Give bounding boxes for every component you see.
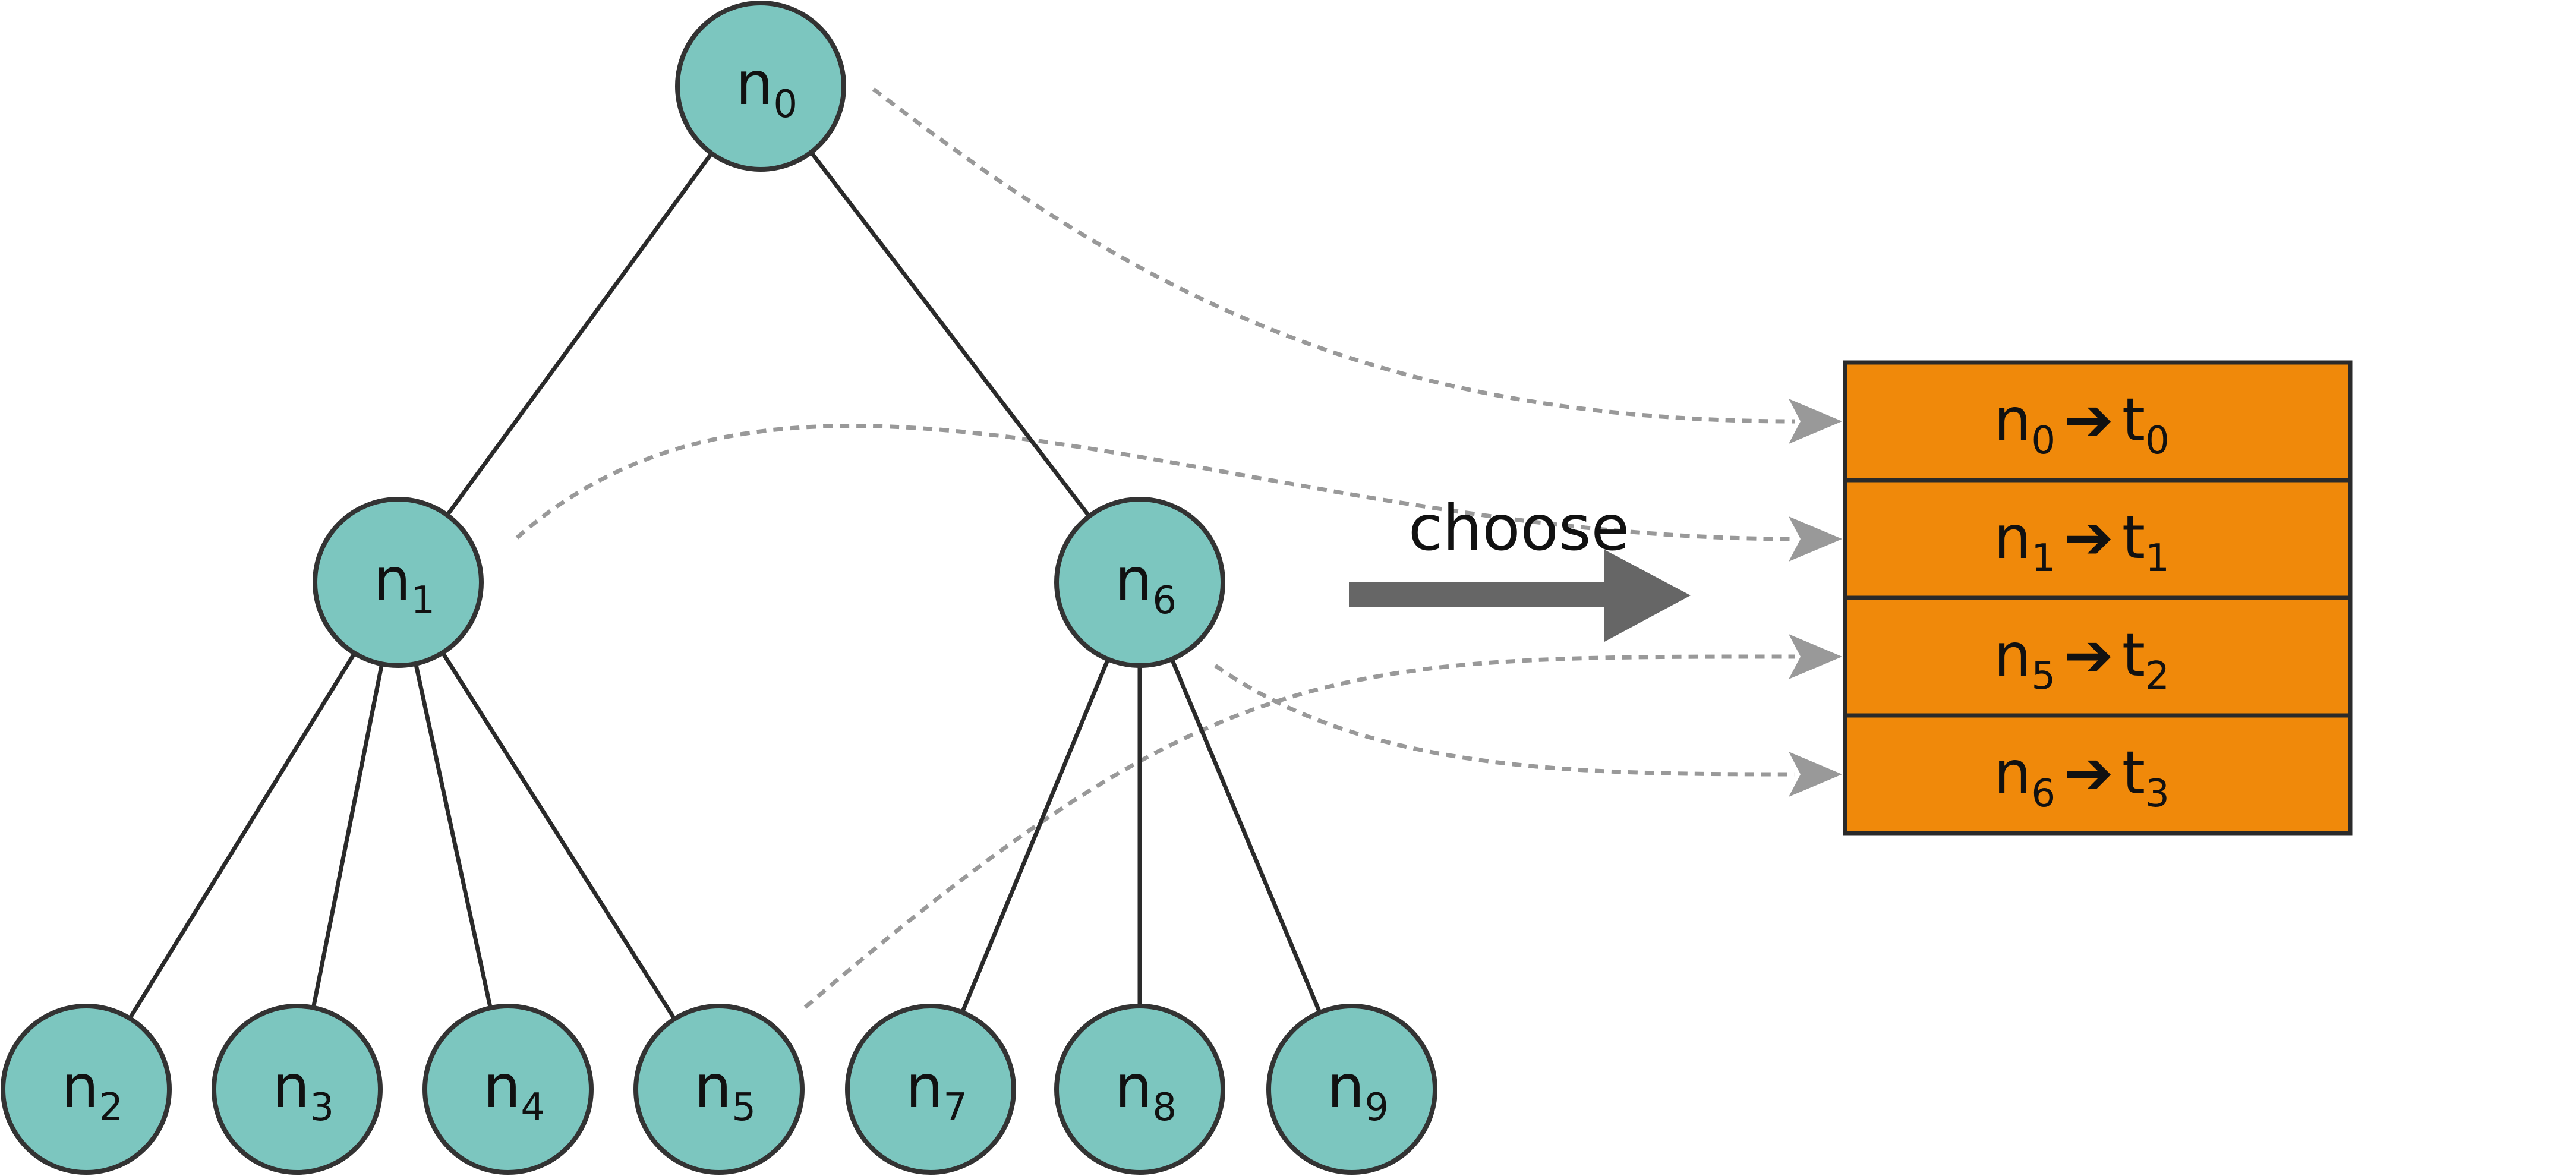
mapping-connector-n0	[872, 87, 1795, 424]
node-subscript: 5	[732, 1086, 756, 1130]
node-circle	[1054, 497, 1225, 668]
tree-node-n2: n2	[1, 1004, 172, 1175]
table-row: n6➔t3	[1843, 713, 2353, 836]
edge-n1-n2	[128, 652, 357, 1020]
node-subscript: 9	[1364, 1086, 1389, 1130]
tree-node-n0: n0	[675, 1, 846, 172]
choose-label: choose	[1408, 492, 1629, 565]
mapping-connector-n5	[803, 654, 1795, 1009]
node-circle	[845, 1004, 1016, 1175]
edge-n1-n4	[414, 663, 493, 1008]
table-row-cell	[1843, 478, 2353, 600]
choose-group: choose	[1349, 492, 1691, 642]
right-arrow-icon: ➔	[2064, 738, 2114, 808]
table-row-cell	[1843, 360, 2353, 483]
edge-n1-n5	[440, 651, 677, 1020]
node-circle	[1054, 1004, 1225, 1175]
edge-n6-n7	[960, 658, 1110, 1013]
table-row: n1➔t1	[1843, 478, 2353, 600]
tree-node-n7: n7	[845, 1004, 1016, 1175]
row-mapping-text: n1➔t1	[1994, 503, 2170, 581]
table-row-cell	[1843, 713, 2353, 836]
mapping-connector-n6	[1213, 664, 1795, 777]
node-subscript: 8	[1152, 1086, 1177, 1130]
tree-node-n3: n3	[212, 1004, 383, 1175]
right-arrow-icon: ➔	[2064, 620, 2114, 690]
node-subscript: 7	[943, 1086, 967, 1130]
node-circle	[422, 1004, 594, 1175]
choose-arrow-icon	[1349, 550, 1691, 642]
row-mapping-text: n6➔t3	[1994, 738, 2170, 816]
edge-n6-n9	[1169, 658, 1322, 1014]
row-mapping-text: n0➔t0	[1994, 385, 2170, 463]
tree-node-n4: n4	[422, 1004, 594, 1175]
table-row: n5➔t2	[1843, 595, 2353, 718]
tree-edges	[128, 151, 1322, 1020]
edge-n0-n1	[445, 152, 714, 517]
mapping-connectors	[515, 87, 1842, 1009]
connector-arrowhead-icon	[1789, 516, 1842, 562]
node-subscript: 0	[773, 83, 797, 127]
row-mapping-text: n5➔t2	[1994, 620, 2170, 698]
right-arrow-icon: ➔	[2064, 503, 2114, 572]
node-subscript: 1	[411, 579, 435, 623]
edge-n0-n6	[809, 151, 1091, 518]
tree-node-n5: n5	[633, 1004, 805, 1175]
connector-arrowhead-icon	[1789, 752, 1842, 797]
table-row-cell	[1843, 595, 2353, 718]
tree-node-n8: n8	[1054, 1004, 1225, 1175]
tree-node-n6: n6	[1054, 497, 1225, 668]
connector-arrowhead-icon	[1789, 634, 1842, 679]
node-circle	[313, 497, 484, 668]
edge-n1-n3	[311, 663, 384, 1008]
connector-arrowhead-icon	[1789, 399, 1842, 444]
tree-node-n1: n1	[313, 497, 484, 668]
right-arrow-icon: ➔	[2064, 385, 2114, 455]
tree-node-n9: n9	[1266, 1004, 1437, 1175]
node-circle	[1, 1004, 172, 1175]
node-subscript: 6	[1152, 579, 1177, 623]
node-circle	[1266, 1004, 1437, 1175]
node-subscript: 2	[99, 1086, 123, 1130]
node-circle	[633, 1004, 805, 1175]
node-subscript: 3	[310, 1086, 334, 1130]
table-row: n0➔t0	[1843, 360, 2353, 483]
node-circle	[212, 1004, 383, 1175]
mapping-connector-n1	[515, 424, 1795, 541]
node-circle	[675, 1, 846, 172]
assignment-table: n0➔t0 n1➔t1 n5➔t2 n6➔t3	[1843, 360, 2353, 836]
node-subscript: 4	[521, 1086, 545, 1130]
